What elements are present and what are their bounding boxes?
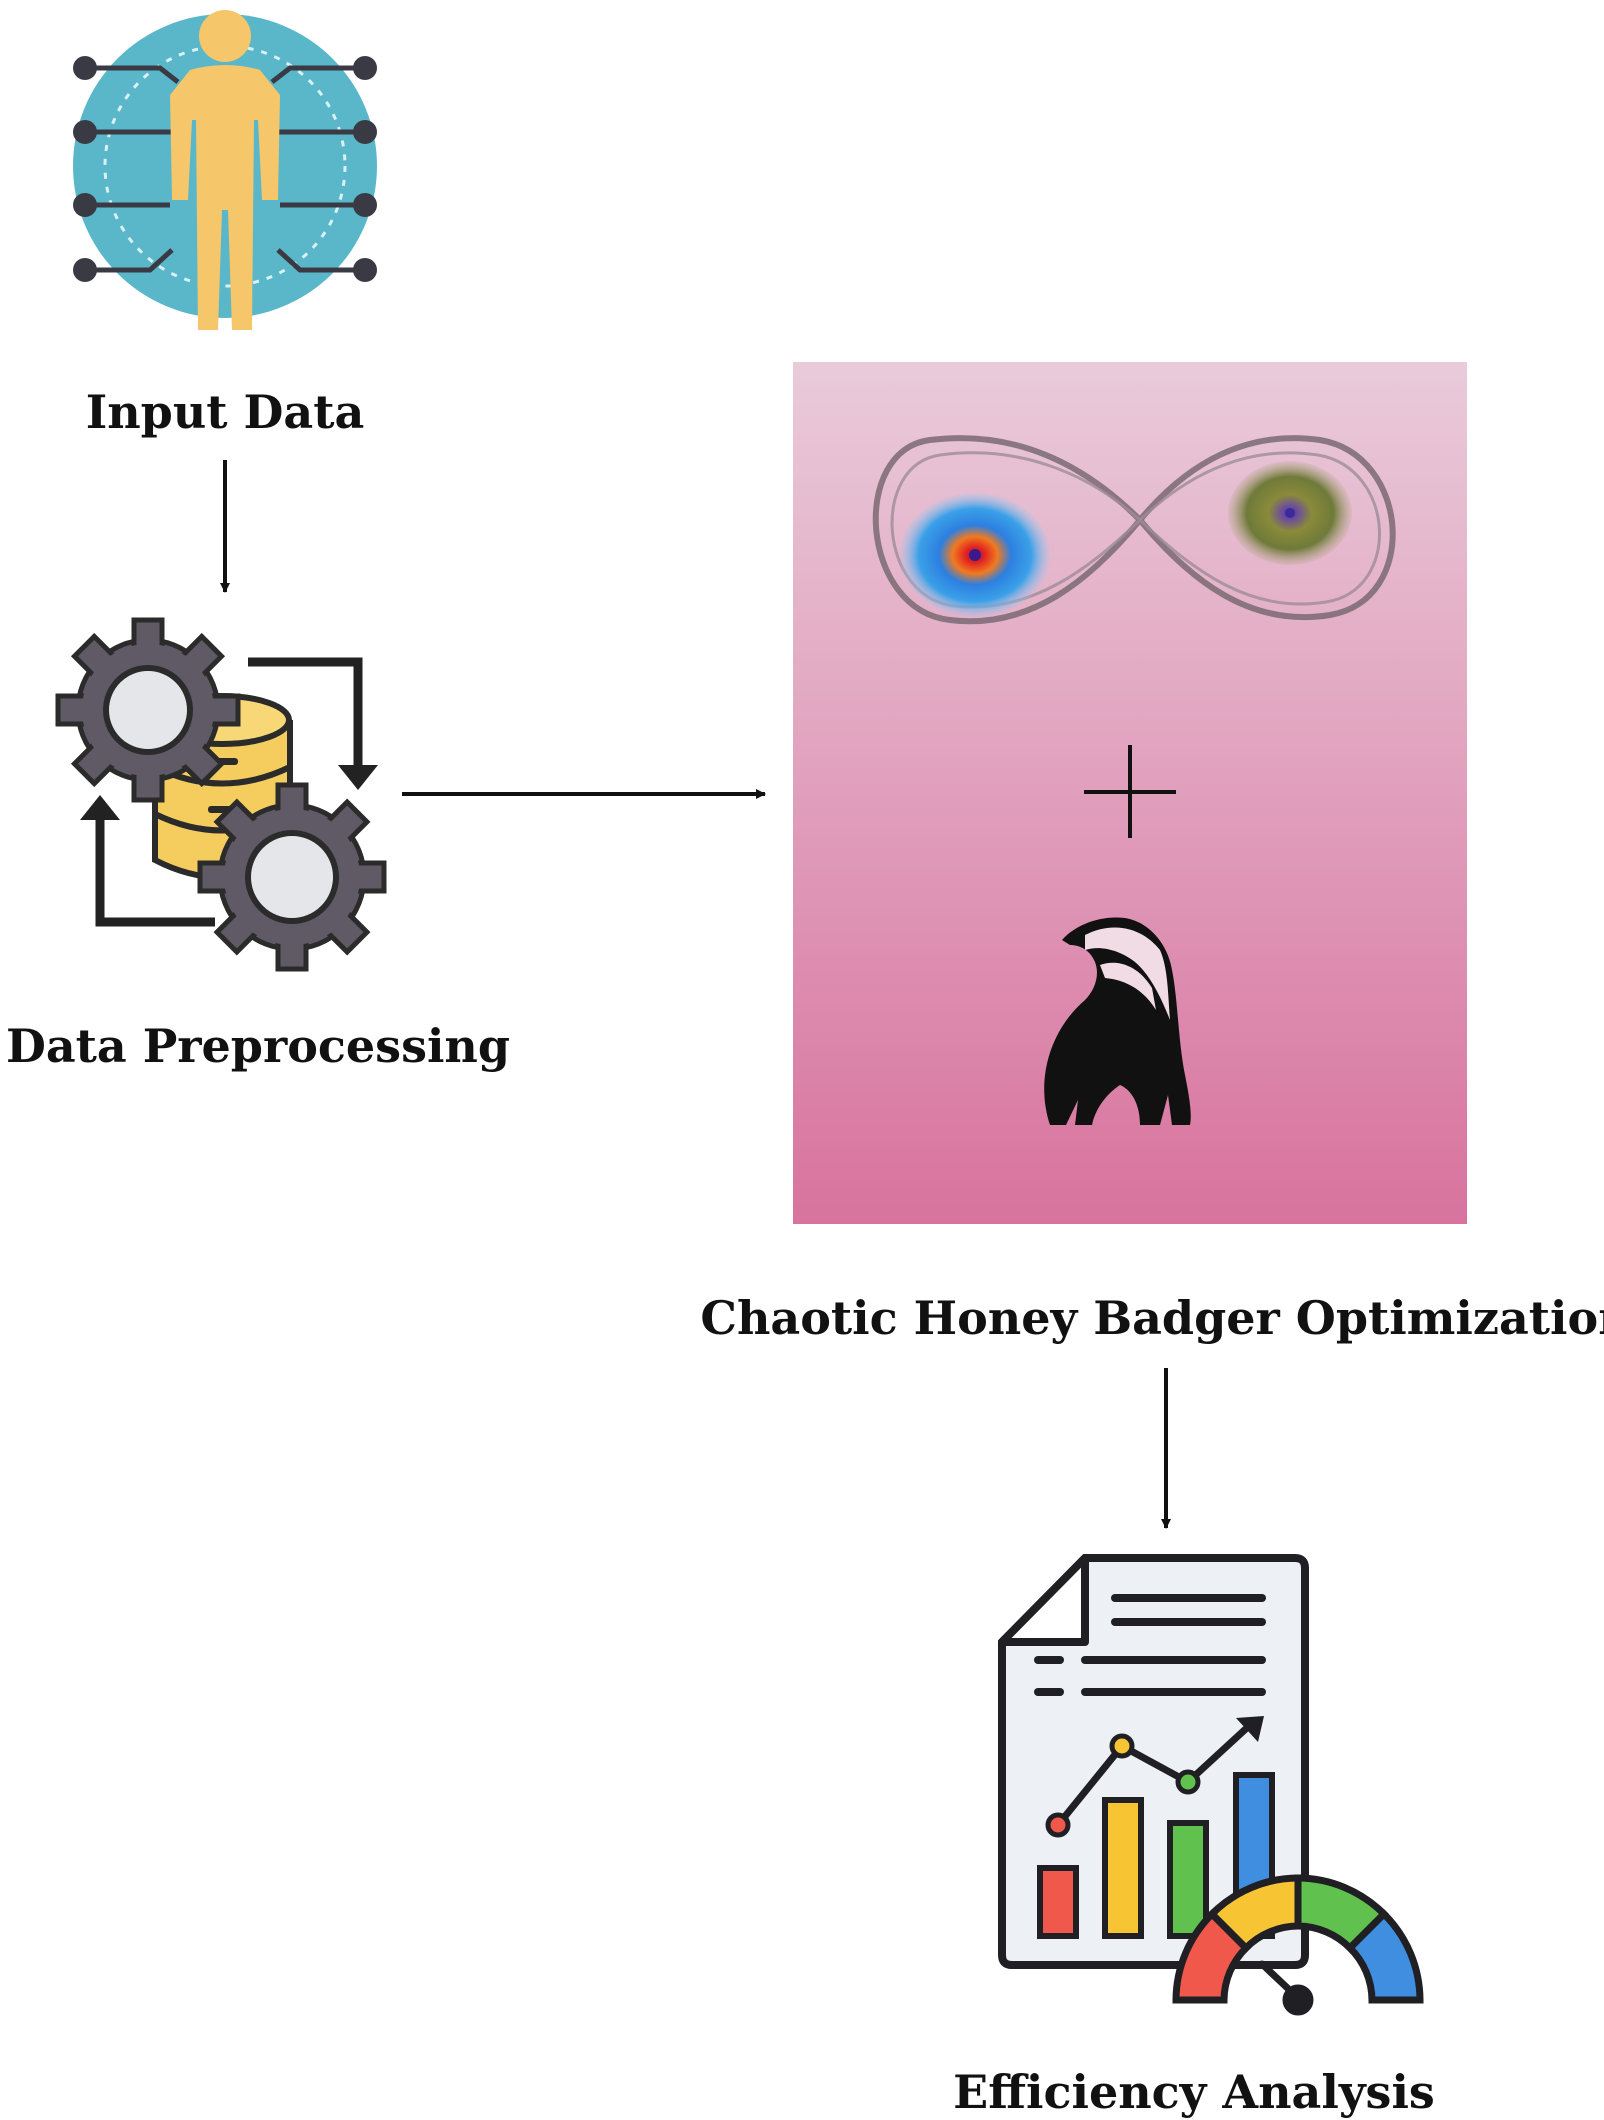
database-gears-icon (55, 617, 387, 972)
data-preprocessing-label: Data Preprocessing (6, 1019, 510, 1073)
chaotic-attractor-icon (872, 435, 1396, 625)
report-chart-gauge-icon (998, 1554, 1424, 2016)
chaotic-honey-badger-optimization-label: Chaotic Honey Badger Optimization (700, 1291, 1604, 1345)
honey-badger-icon (1044, 917, 1191, 1125)
efficiency-analysis-label: Efficiency Analysis (953, 2065, 1435, 2119)
optimization-panel (793, 362, 1467, 1224)
input-data-label: Input Data (86, 385, 365, 439)
plus-icon (1084, 745, 1176, 838)
human-body-network-icon (73, 10, 377, 330)
